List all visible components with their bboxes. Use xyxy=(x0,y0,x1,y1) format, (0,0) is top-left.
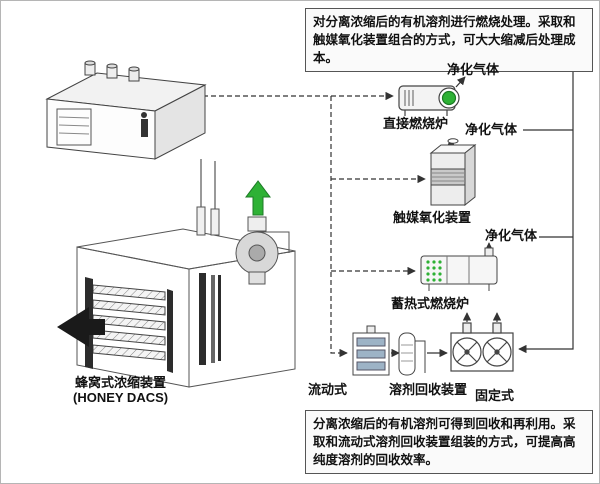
concentrator-drawing xyxy=(76,206,296,388)
bottom-note: 分离浓缩后的有机溶剂可得到回收和再利用。采取和流动式溶剂回收装置组装的方式，可提… xyxy=(305,410,593,475)
left-arrow-icon xyxy=(57,307,105,347)
solvent-recovery-label: 溶剂回收装置 xyxy=(389,382,468,397)
solvent-recovery-column-icon xyxy=(398,332,426,376)
regenerative-furnace-icon xyxy=(420,247,498,291)
concentrator-label-cn: 蜂窝式浓缩装置 xyxy=(75,375,167,390)
regenerative-furnace-label: 蓄热式燃烧炉 xyxy=(391,296,470,311)
fixed-type-label: 固定式 xyxy=(475,388,515,403)
catalytic-oxidizer-label: 触媒氧化装置 xyxy=(393,210,472,225)
oven-drawing xyxy=(45,60,207,160)
concentrator-label: 蜂窝式浓缩装置 (HONEY DACS) xyxy=(73,375,168,405)
concentrator-label-en: (HONEY DACS) xyxy=(73,390,169,405)
direct-furnace-label: 直接燃烧炉 xyxy=(383,116,449,131)
fluid-type-label: 流动式 xyxy=(308,382,348,397)
up-arrow-icon xyxy=(245,180,271,216)
purified-gas-label-2: 净化气体 xyxy=(465,122,518,137)
fixed-recovery-icon xyxy=(450,322,514,372)
purified-gas-label-1: 净化气体 xyxy=(447,62,500,77)
catalytic-oxidizer-icon xyxy=(429,138,477,207)
fluid-recovery-icon xyxy=(352,325,390,376)
purified-gas-label-3: 净化气体 xyxy=(485,228,538,243)
top-note: 对分离浓缩后的有机溶剂进行燃烧处理。采取和触媒氧化装置组合的方式，可大大缩减后处… xyxy=(305,8,593,73)
direct-furnace-icon xyxy=(398,85,460,116)
